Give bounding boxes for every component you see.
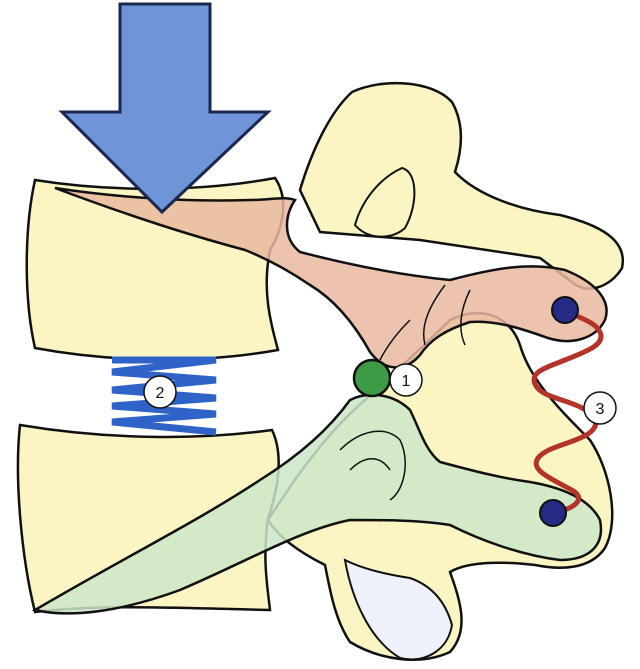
upper-vertebra-superior-process xyxy=(300,83,623,288)
marker-1-label: 1 xyxy=(402,373,411,390)
marker-1: 1 xyxy=(390,364,422,396)
lower-anchor-dot xyxy=(540,500,566,526)
marker-2: 2 xyxy=(144,376,176,408)
marker-2-label: 2 xyxy=(156,385,165,402)
pivot-ball xyxy=(354,360,390,396)
marker-3-label: 3 xyxy=(596,401,605,418)
compression-arrow xyxy=(62,4,268,212)
upper-anchor-dot xyxy=(552,297,578,323)
marker-3: 3 xyxy=(584,392,616,424)
